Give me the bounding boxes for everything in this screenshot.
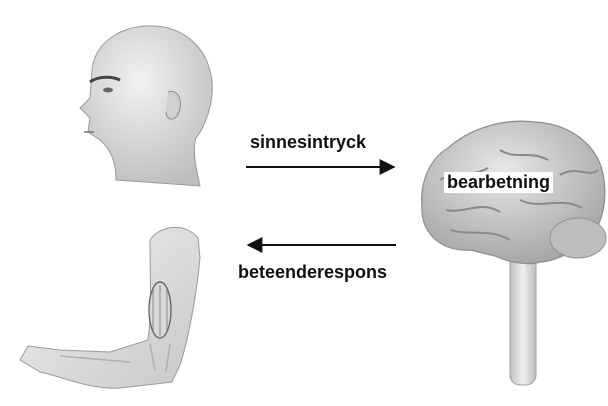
brain-illustration	[422, 121, 606, 385]
label-behavioral-response: beteenderespons	[238, 262, 387, 283]
arm-illustration	[20, 227, 200, 388]
label-processing: bearbetning	[444, 172, 553, 193]
label-sensory-input: sinnesintryck	[250, 132, 366, 153]
head-illustration	[80, 26, 212, 186]
